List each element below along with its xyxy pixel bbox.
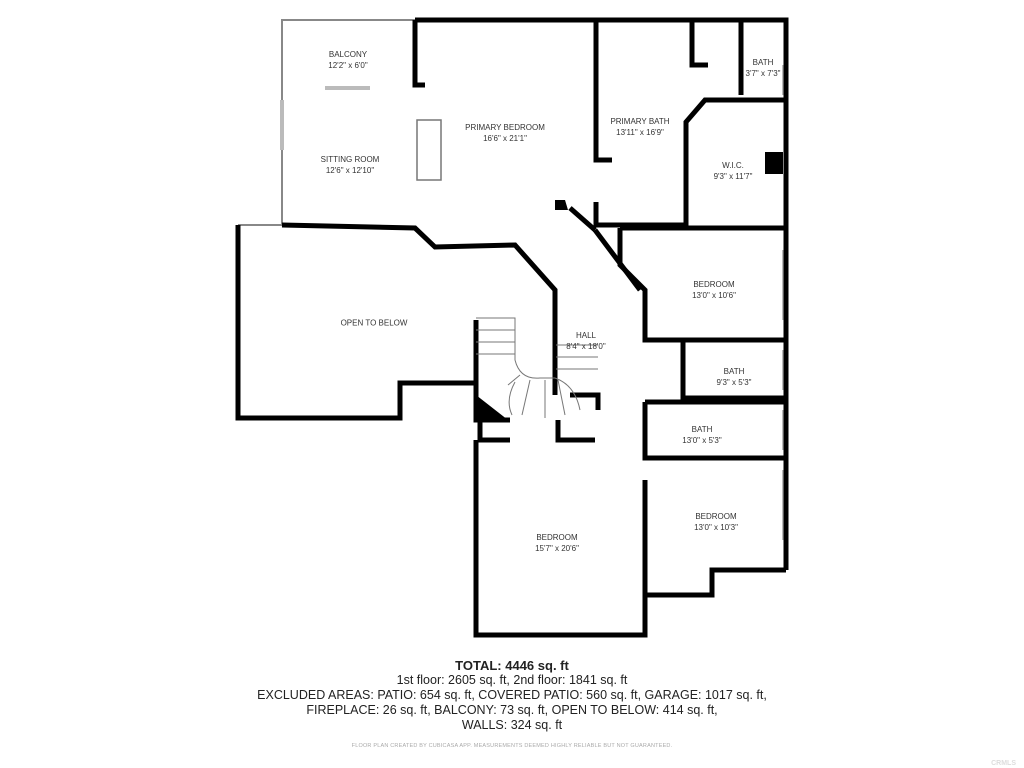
room-balcony: BALCONY 12'2" x 6'0" — [328, 49, 367, 71]
area-summary: TOTAL: 4446 sq. ft 1st floor: 2605 sq. f… — [0, 658, 1024, 733]
watermark: CRMLS — [991, 760, 1016, 767]
room-dimensions: 13'11" x 16'9" — [616, 128, 664, 137]
room-name: HALL — [575, 331, 596, 340]
room-dimensions: 12'2" x 6'0" — [328, 61, 368, 70]
room-dimensions: 9'3" x 11'7" — [713, 172, 753, 181]
room-bath-3: BATH 13'0" x 5'3" — [682, 424, 721, 446]
excluded-areas-2: FIREPLACE: 26 sq. ft, BALCONY: 73 sq. ft… — [306, 703, 718, 717]
room-sitting-room: SITTING ROOM 12'6" x 12'10" — [321, 154, 380, 176]
room-name: BATH — [752, 58, 774, 67]
room-bedroom-2: BEDROOM 13'0" x 10'3" — [694, 511, 738, 533]
room-dimensions: 9'3" x 5'3" — [716, 378, 752, 387]
credit-note: FLOOR PLAN CREATED BY CUBICASA APP. MEAS… — [351, 743, 673, 749]
column — [765, 152, 783, 174]
room-dimensions: 13'0" x 10'6" — [692, 291, 736, 300]
fireplace — [416, 119, 442, 181]
room-primary-bath: PRIMARY BATH 13'11" x 16'9" — [610, 116, 669, 138]
room-hall: HALL 8'4" x 18'0" — [566, 330, 605, 352]
walls — [235, 17, 789, 638]
total-area: TOTAL: 4446 sq. ft — [455, 658, 569, 673]
room-wic: W.I.C. 9'3" x 11'7" — [714, 160, 753, 182]
windows — [236, 18, 786, 637]
stairs — [476, 317, 598, 418]
room-name: BATH — [691, 425, 713, 434]
room-name: W.I.C. — [722, 161, 744, 170]
room-name: SITTING ROOM — [320, 155, 380, 164]
room-bedroom-1: BEDROOM 13'0" x 10'6" — [692, 279, 736, 301]
hall-corner — [555, 200, 568, 210]
room-bedroom-3: BEDROOM 15'7" x 20'6" — [535, 532, 579, 554]
room-primary-bedroom: PRIMARY BEDROOM 16'6" x 21'1" — [465, 122, 545, 144]
room-dimensions: 12'6" x 12'10" — [325, 166, 375, 175]
room-bath-1: BATH 3'7" x 7'3" — [746, 57, 781, 79]
room-name: BEDROOM — [536, 533, 578, 542]
floor-areas: 1st floor: 2605 sq. ft, 2nd floor: 1841 … — [396, 673, 628, 687]
room-open-to-below: OPEN TO BELOW — [341, 318, 408, 329]
room-dimensions: 15'7" x 20'6" — [535, 544, 579, 553]
stair-corner — [476, 395, 508, 420]
room-name: OPEN TO BELOW — [340, 318, 408, 328]
room-name: BALCONY — [328, 50, 368, 59]
room-name: PRIMARY BEDROOM — [465, 123, 545, 132]
room-dimensions: 13'0" x 10'3" — [694, 523, 738, 532]
room-dimensions: 3'7" x 7'3" — [745, 69, 781, 78]
room-name: BATH — [723, 367, 745, 376]
room-name: BEDROOM — [693, 280, 735, 289]
excluded-areas-1: EXCLUDED AREAS: PATIO: 654 sq. ft, COVER… — [257, 688, 767, 702]
room-dimensions: 13'0" x 5'3" — [682, 436, 722, 445]
room-name: BEDROOM — [695, 512, 737, 521]
room-dimensions: 16'6" x 21'1" — [483, 134, 527, 143]
room-name: PRIMARY BATH — [610, 117, 670, 126]
walls-area: WALLS: 324 sq. ft — [461, 718, 563, 732]
room-bath-2: BATH 9'3" x 5'3" — [717, 366, 752, 388]
room-dimensions: 8'4" x 18'0" — [566, 342, 606, 351]
